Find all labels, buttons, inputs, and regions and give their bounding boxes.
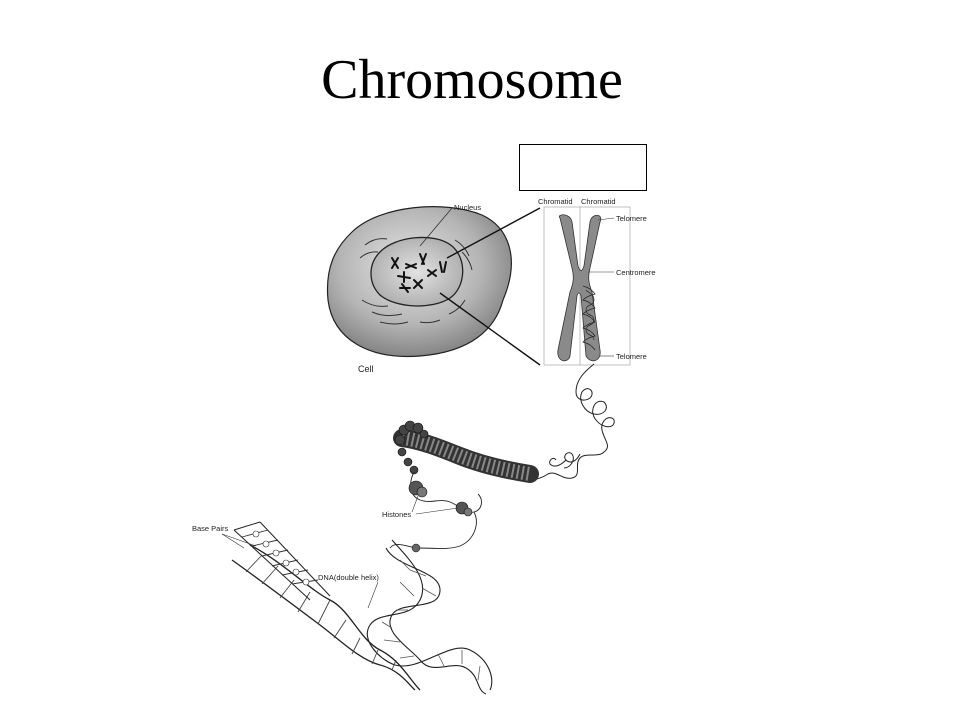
nucleus xyxy=(370,236,464,307)
label-nucleus: Nucleus xyxy=(454,203,481,212)
chromosome xyxy=(557,214,602,362)
base-pairs-ladder xyxy=(233,521,331,601)
label-dna: DNA(double helix) xyxy=(318,573,379,582)
label-centromere: Centromere xyxy=(616,268,656,277)
histones: Histones xyxy=(382,471,482,553)
chromosome-panel: Chromatid Chromatid Telomere Centromere … xyxy=(538,197,656,366)
label-chromatid-right: Chromatid xyxy=(581,197,616,206)
slide-title: Chromosome xyxy=(321,49,623,111)
label-telomere-top: Telomere xyxy=(616,214,647,223)
chromatin-coil xyxy=(527,363,615,481)
label-telomere-bottom: Telomere xyxy=(616,352,647,361)
dna-helix xyxy=(231,539,493,695)
label-chromatid-left: Chromatid xyxy=(538,197,573,206)
label-histones: Histones xyxy=(382,510,411,519)
chromatin-fiber xyxy=(393,420,539,483)
answer-box[interactable] xyxy=(519,144,647,191)
label-base-pairs: Base Pairs xyxy=(192,524,229,533)
label-cell: Cell xyxy=(358,364,374,374)
cell: Nucleus Cell xyxy=(326,203,512,374)
